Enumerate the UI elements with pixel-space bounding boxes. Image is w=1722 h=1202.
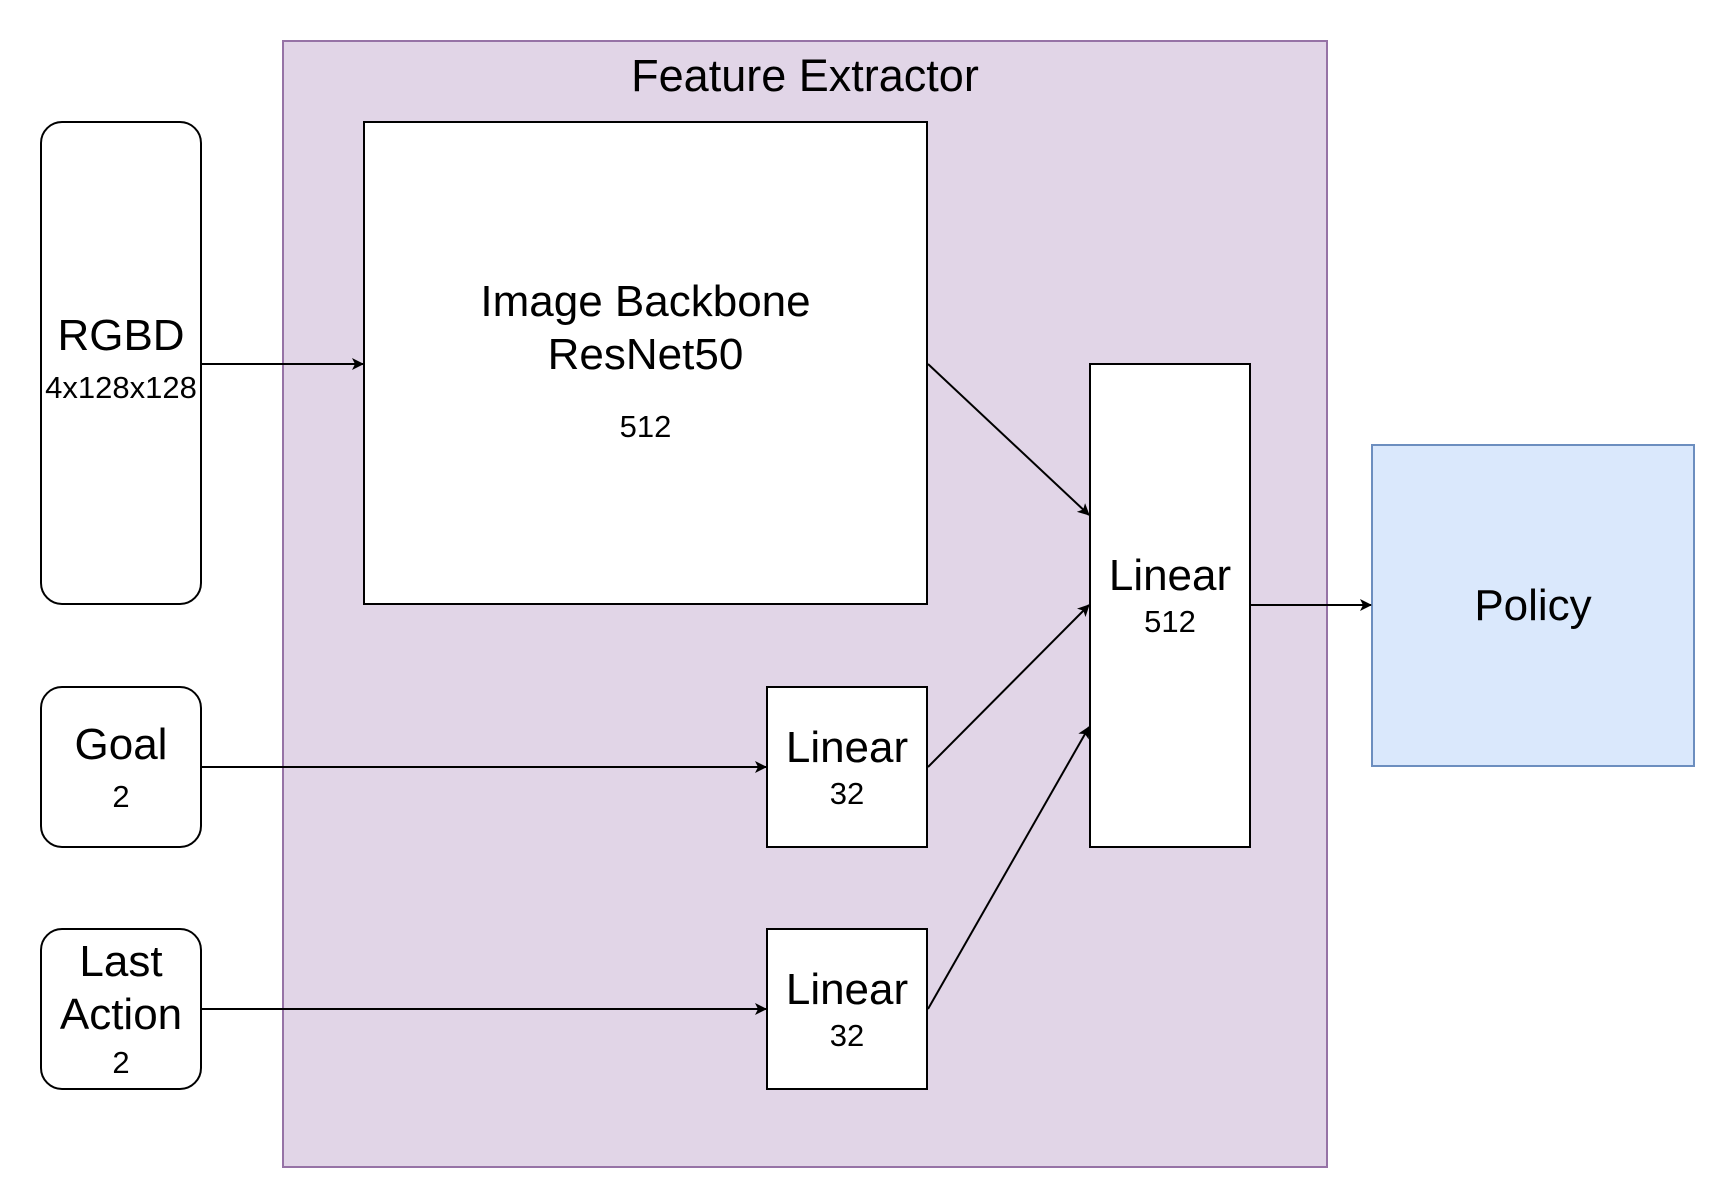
image-backbone-dims: 512 — [619, 409, 672, 444]
rgbd-dims: 4x128x128 — [45, 369, 197, 405]
edge-linear-action-to-merge — [927, 726, 1090, 1010]
linear-goal-dims: 32 — [829, 775, 865, 811]
linear-action-node[interactable]: Linear 32 — [766, 928, 928, 1090]
last-action-dims: 2 — [112, 1045, 130, 1080]
linear-goal-label: Linear — [785, 722, 909, 772]
image-backbone-node[interactable]: Image Backbone ResNet50 512 — [363, 121, 928, 605]
last-action-label-line2: Action — [59, 990, 183, 1039]
linear-merge-dims: 512 — [1144, 604, 1196, 639]
rgbd-input-node[interactable]: RGBD 4x128x128 — [40, 121, 202, 605]
image-backbone-line2: ResNet50 — [547, 330, 744, 379]
last-action-label-line1: Last — [79, 937, 163, 986]
rgbd-label: RGBD — [57, 310, 185, 360]
last-action-input-node[interactable]: Last Action 2 — [40, 928, 202, 1090]
linear-merge-label: Linear — [1108, 551, 1232, 600]
linear-goal-node[interactable]: Linear 32 — [766, 686, 928, 848]
edge-linear-goal-to-merge — [927, 604, 1090, 768]
goal-input-node[interactable]: Goal 2 — [40, 686, 202, 848]
policy-node[interactable]: Policy — [1371, 444, 1695, 767]
goal-label: Goal — [74, 719, 168, 769]
policy-label: Policy — [1474, 581, 1592, 630]
linear-action-label: Linear — [785, 964, 909, 1014]
image-backbone-line1: Image Backbone — [480, 277, 811, 326]
feature-extractor-title: Feature Extractor — [631, 50, 979, 101]
linear-merge-node[interactable]: Linear 512 — [1089, 363, 1251, 848]
linear-action-dims: 32 — [829, 1017, 865, 1053]
goal-dims: 2 — [112, 778, 130, 814]
edge-backbone-to-merge — [927, 363, 1090, 516]
